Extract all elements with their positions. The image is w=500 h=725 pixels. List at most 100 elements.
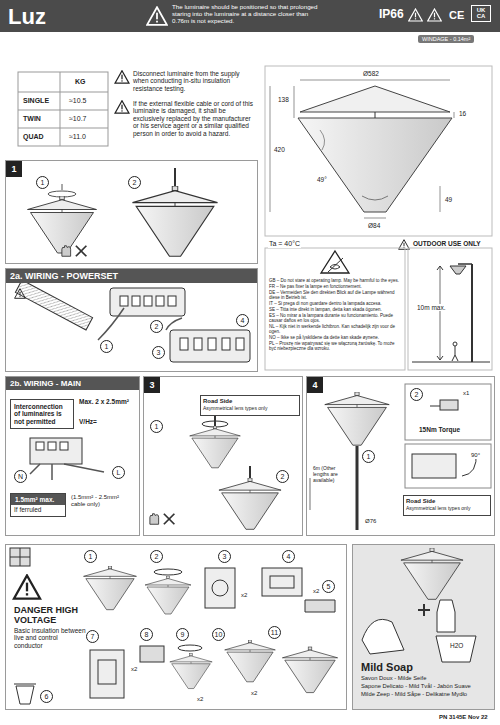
callout-number: 2 bbox=[410, 388, 423, 401]
label-text: NL – Kijk niet in werkende lichtbron. Ka… bbox=[268, 324, 402, 334]
callout-number: 2 bbox=[150, 550, 163, 563]
callout-number: 1 bbox=[84, 550, 97, 563]
panel: 4Road SideAsymmetrical lens types only bbox=[306, 376, 495, 536]
label-text: x2 bbox=[240, 592, 248, 599]
callout-number: 6 bbox=[40, 690, 53, 703]
panel: Interconnection of luminaires is not per… bbox=[10, 399, 74, 429]
panel-text: 2a. WIRING - POWERSET bbox=[6, 269, 257, 283]
label-text: OUTDOOR USE ONLY bbox=[412, 240, 482, 247]
label-text: x2 bbox=[250, 690, 258, 697]
label-text: If the external flexible cable or cord o… bbox=[132, 100, 257, 137]
panel-text: 1.5mm² max. bbox=[11, 494, 65, 505]
panel-text: Road Side bbox=[406, 498, 488, 505]
callout-number: 5 bbox=[322, 580, 335, 593]
callout-number: 2 bbox=[150, 320, 163, 333]
label-text: (1.5mm² - 2.5mm² cable only) bbox=[70, 494, 134, 508]
label-text: 49° bbox=[316, 176, 328, 183]
callout-number: 8 bbox=[140, 628, 153, 641]
callout-number: 3 bbox=[152, 346, 165, 359]
panel: Road SideAsymmetrical lens types only bbox=[403, 495, 491, 516]
panel: 2a. WIRING - POWERSET bbox=[5, 268, 258, 372]
label-text: 15Nm Torque bbox=[418, 426, 461, 433]
label-text: 90° bbox=[470, 452, 481, 459]
label-text: FR – Ne pas fixer la lampe en fonctionne… bbox=[268, 284, 402, 289]
label-text: Ø582 bbox=[362, 70, 380, 77]
label-text: 10m max. bbox=[416, 304, 447, 311]
panel-text: DANGER HIGH VOLTAGE bbox=[14, 605, 86, 626]
panel: Mild SoapSavon Doux - Milde SeifeSapone … bbox=[352, 544, 495, 710]
callout-number: 9 bbox=[176, 628, 189, 641]
label-text: NO – Ikke se på lyskildene da dette kan … bbox=[268, 335, 402, 340]
label-text: x1 bbox=[462, 390, 470, 397]
panel: Road SideAsymmetrical lens types only bbox=[200, 395, 300, 416]
callout-number: 10 bbox=[212, 628, 225, 641]
panel-text: Milde Zeep - Mild Såpe - Delikatne Mydło bbox=[361, 691, 491, 698]
callout-number: 1 bbox=[362, 450, 375, 463]
label-text: Ø84 bbox=[367, 222, 381, 229]
callout-number: 3 bbox=[218, 550, 231, 563]
panel-text: If ferruled bbox=[14, 506, 62, 513]
label-text: TWIN bbox=[22, 115, 42, 123]
label-text: x2 bbox=[312, 588, 320, 595]
callout-number: N bbox=[14, 470, 27, 483]
panel-text: Interconnection of luminaires is not per… bbox=[14, 403, 70, 425]
callout-number: 1 bbox=[150, 420, 163, 433]
panel-text: Asymmetrical lens types only bbox=[203, 406, 297, 412]
label-text: PL – Proszę nie wpatrywać się we włączon… bbox=[268, 341, 402, 351]
panel-text: The luminaire should be positioned so th… bbox=[172, 3, 322, 24]
label-text: QUAD bbox=[22, 133, 45, 141]
label-text: IP66 bbox=[378, 8, 405, 22]
label-text: ≈10.7 bbox=[68, 115, 87, 123]
callout-number: 4 bbox=[282, 550, 295, 563]
label-text: V/Hz= bbox=[78, 418, 98, 425]
panel-text: Road Side bbox=[203, 398, 297, 405]
label-text: 49 bbox=[444, 196, 453, 203]
label-text: PN 3145E Nov 22 bbox=[438, 714, 489, 721]
panel: The luminaire should be positioned so th… bbox=[0, 0, 500, 32]
callout-number: L bbox=[112, 466, 125, 479]
label-text: Ø76 bbox=[364, 518, 377, 525]
label-text: UK CA bbox=[471, 5, 491, 22]
label-text: H2O bbox=[449, 642, 464, 649]
panel-text: Basic insulation between live and contro… bbox=[14, 627, 88, 649]
callout-number: 2 bbox=[276, 470, 289, 483]
label-text: ES – No mirar a la lampara durante su fu… bbox=[268, 313, 402, 323]
callout-number: 11 bbox=[268, 626, 281, 639]
title: Luz bbox=[8, 4, 46, 30]
label-text: GB – Do not stare at operating lamp. May… bbox=[268, 278, 402, 283]
label-text: 6m (Other lengths are available) bbox=[312, 466, 354, 483]
panel-text: 4 bbox=[307, 377, 323, 393]
label-text: SE – Titta inte direkt in lampan, detta … bbox=[268, 307, 402, 312]
panel-text: 2b. WIRING - MAIN bbox=[6, 377, 139, 390]
callout-number: 1 bbox=[36, 176, 49, 189]
panel: 3Road SideAsymmetrical lens types only bbox=[143, 376, 303, 536]
label-text: CE bbox=[448, 9, 465, 22]
panel-text: Savon Doux - Milde Seife bbox=[361, 675, 491, 682]
label-text: KG bbox=[74, 78, 87, 86]
label-text: SINGLE bbox=[22, 97, 50, 105]
label-text: IT – Si prega di non guardare dentro la … bbox=[268, 301, 402, 306]
label-text: Disconnect luminaire from the supply whe… bbox=[132, 70, 257, 92]
label-text: WINDAGE - 0.14m² bbox=[418, 35, 474, 43]
label-text: 138 bbox=[277, 96, 290, 103]
label-text: DE – Vermeiden Sie den direkten Blick au… bbox=[268, 290, 402, 300]
label-text: 16 bbox=[458, 110, 467, 117]
panel-text: Mild Soap bbox=[361, 661, 491, 674]
label-text: Ta = 40°C bbox=[268, 240, 301, 248]
panel-text: Asymmetrical lens types only bbox=[406, 506, 488, 512]
callout-number: 7 bbox=[86, 630, 99, 643]
panel: DANGER HIGH VOLTAGEBasic insulation betw… bbox=[5, 544, 347, 710]
panel-text: 3 bbox=[144, 377, 160, 393]
label-text: ≈11.0 bbox=[68, 133, 87, 141]
label-text: 420 bbox=[273, 146, 286, 153]
panel: 1.5mm² max.If ferruled bbox=[10, 493, 66, 517]
panel-text: Sapone Delicato - Mild Tvål - Jabón Suav… bbox=[361, 683, 491, 690]
callout-number: 4 bbox=[236, 314, 249, 327]
label-text: Max. 2 x 2.5mm² bbox=[78, 398, 136, 405]
panel-text: 1 bbox=[6, 161, 22, 177]
label-text: x2 bbox=[196, 696, 204, 703]
label-text: x2 bbox=[130, 666, 138, 673]
label-text: ≈10.5 bbox=[68, 97, 87, 105]
callout-number: 1 bbox=[100, 340, 113, 353]
